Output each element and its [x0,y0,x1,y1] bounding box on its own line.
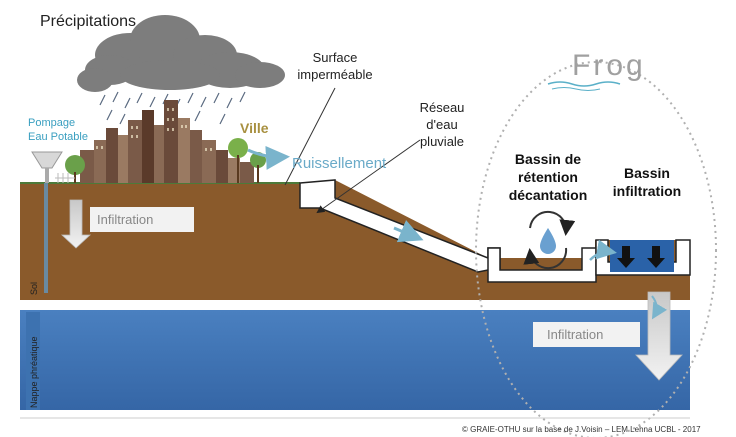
label-reseau-1: Réseau [420,100,465,115]
nappe-bar [26,312,40,410]
infiltration-box-nappe [533,322,640,347]
down-arrow-icon [617,246,665,268]
reseau-pointer [316,139,421,214]
label-reseau-2: d'eau [426,117,457,132]
label-surface-2: imperméable [297,67,372,82]
frog-logo-wave-2 [551,87,601,91]
water-drop-icon [540,228,556,254]
label-ville: Ville [240,120,269,136]
label-bassin-retention-3: décantation [509,187,588,203]
label-ruissellement: Ruissellement [292,155,387,172]
fence [55,173,75,183]
separator-line [20,300,690,310]
label-reseau-3: pluviale [420,134,464,149]
sol-bar [26,262,40,298]
infiltration-box-sol [90,207,194,232]
infiltration-arrow-nappe [635,291,683,381]
label-precipitations: Précipitations [40,13,136,30]
recycle-arrows-icon [523,210,576,270]
label-surface-1: Surface [313,50,358,65]
overflow-arrow [589,239,617,261]
trees [65,138,266,183]
city-skyline [80,100,254,183]
water-tower-icon [31,151,63,293]
clouds [77,15,285,92]
ruissellement-arrow [247,145,290,170]
label-infiltration-nappe: Infiltration [547,327,603,342]
label-infiltration-sol: Infiltration [97,212,153,227]
nappe-drip-arrow [651,295,668,320]
label-sol: Sol [29,282,39,295]
pipe-flow-arrow [393,220,424,243]
infiltration-arrow-sol [60,199,92,249]
label-bassin-infiltration-2: infiltration [613,183,681,199]
frog-logo: Frog [572,49,646,82]
bassin-infiltration-water [610,240,674,272]
label-bassin-infiltration-1: Bassin [624,165,670,181]
label-bassin-retention-2: rétention [518,169,578,185]
frog-logo-wave [547,81,621,87]
label-bassin-retention-1: Bassin de [515,151,581,167]
surface-pointer [284,87,336,186]
dotted-ellipse [475,61,717,437]
label-nappe: Nappe phréatique [29,336,39,408]
label-pompage-2: Eau Potable [28,131,88,143]
bassin-retention [487,247,597,283]
label-pompage-1: Pompage [28,117,75,129]
credit: © GRAIE-OTHU sur la base de J.Voisin – L… [462,425,701,434]
